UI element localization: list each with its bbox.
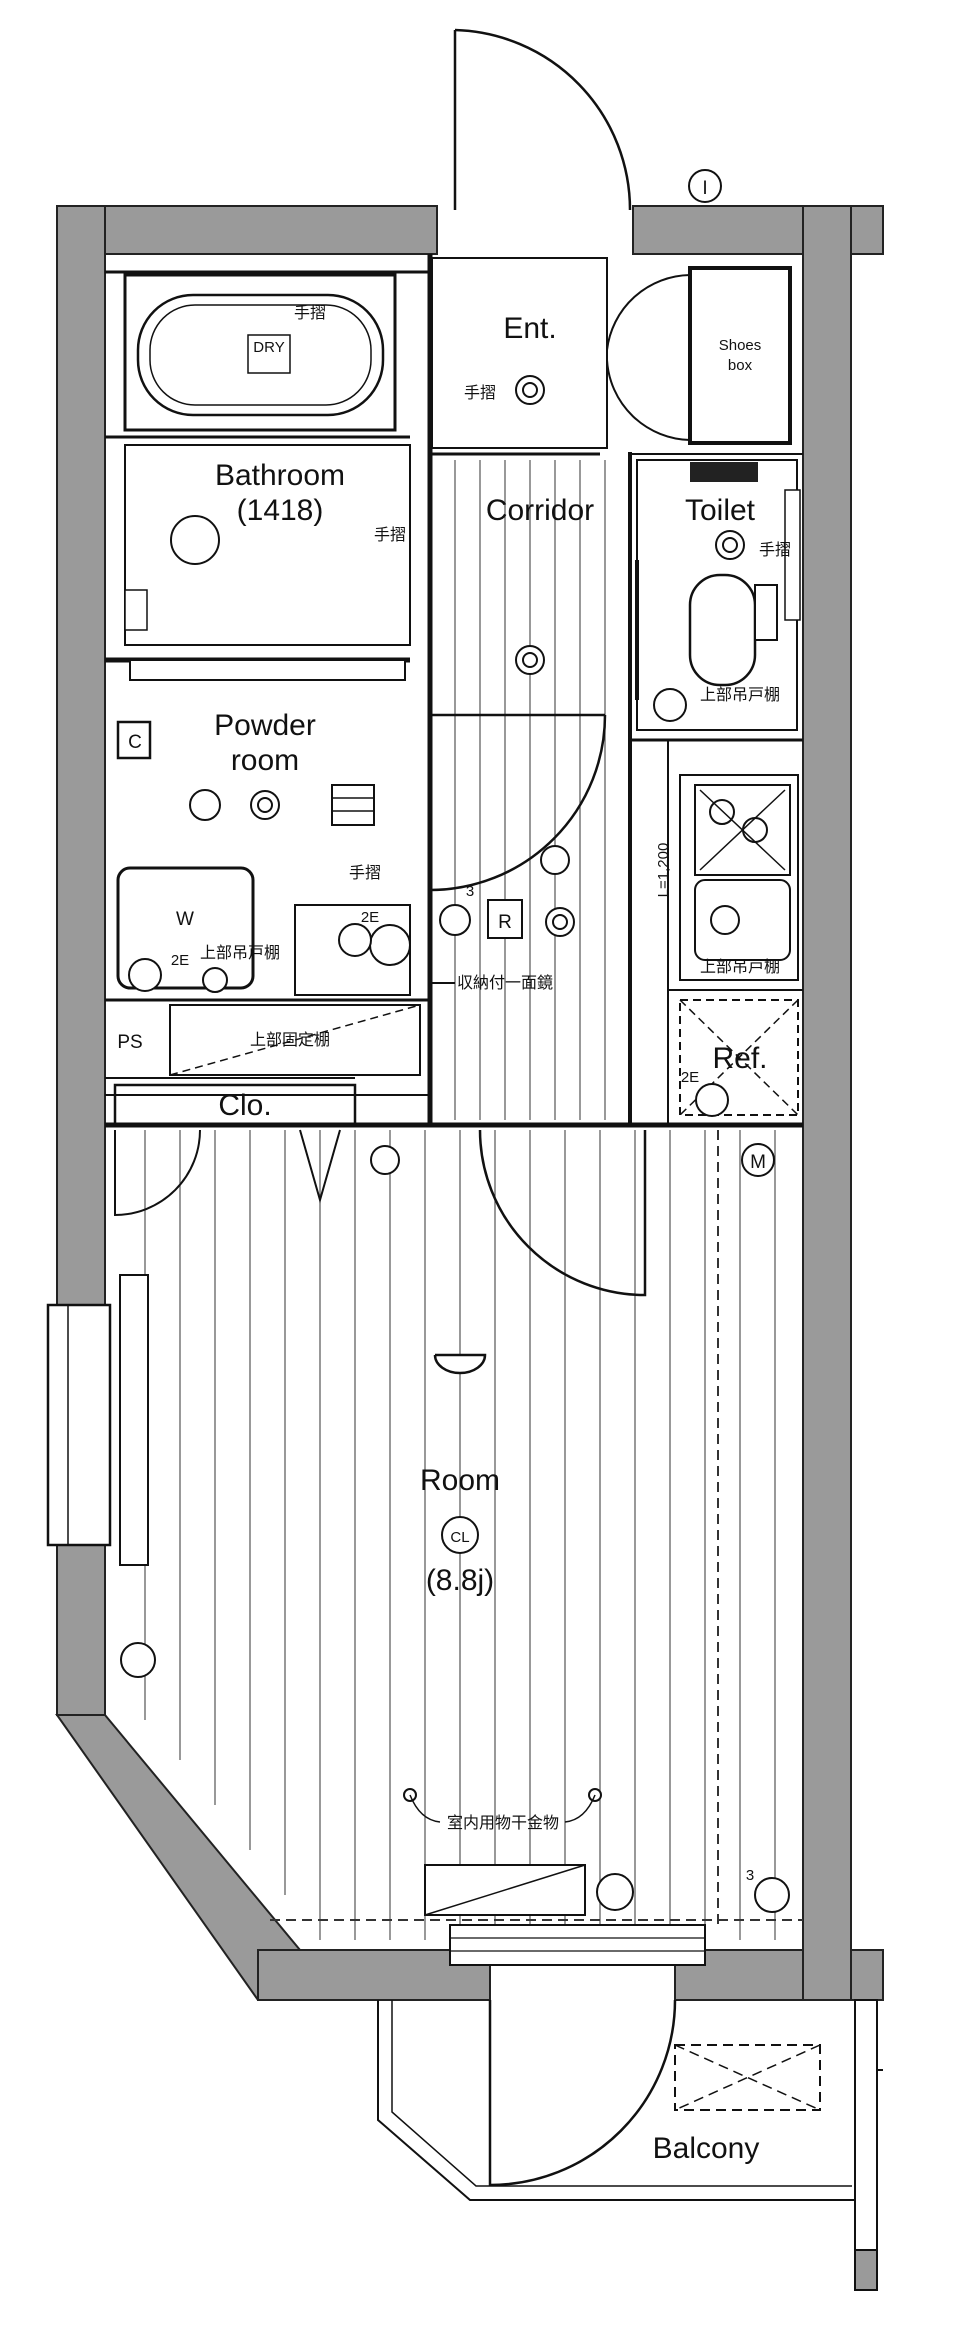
toilet-outlet (653, 688, 687, 722)
dry-panel (247, 334, 291, 374)
corridor-light-3 (439, 904, 471, 936)
bathroom-wet-area (124, 444, 411, 646)
washer-label: W (176, 909, 194, 930)
vanity-outlet-label: 2E (361, 909, 379, 926)
room-label: Room (420, 1464, 500, 1497)
ref-outlet-label: 2E (681, 1069, 699, 1086)
window-left[interactable] (46, 1303, 112, 1547)
closet (113, 1083, 357, 1127)
entrance-light (515, 375, 545, 405)
sink-width-label: L=1,200 (655, 843, 672, 898)
balcony-door-sill (449, 1924, 706, 1966)
room-size: (8.8j) (426, 1564, 494, 1597)
entrance-label: Ent. (503, 312, 556, 345)
corridor-label: Corridor (486, 494, 594, 527)
indoor-dryer-label: 室内用物干金物 (447, 1814, 559, 1832)
room-ceiling-light (433, 1353, 487, 1375)
ps-label: PS (117, 1032, 142, 1053)
closet-door-mid[interactable] (299, 1129, 341, 1204)
wall-left-lower (56, 1544, 106, 1716)
kitchen-cabinet-label: 上部吊戸棚 (700, 958, 780, 976)
upper-shelf (169, 1004, 421, 1076)
room-outlet-bottom (596, 1873, 634, 1911)
powder-room-door[interactable] (429, 713, 607, 892)
toilet-handrail-label: 手摺 (759, 541, 791, 559)
vanity-handrail-label: 手摺 (349, 864, 381, 882)
room-flooring (144, 1130, 776, 1940)
vanity-basin (369, 924, 411, 966)
shower-head (170, 515, 220, 565)
corridor-light-2 (540, 845, 570, 875)
washer-outlet (128, 958, 162, 992)
balcony-side-wall (854, 1999, 878, 2251)
powder-light-1 (189, 789, 221, 821)
ref-outlet (695, 1083, 729, 1117)
vent-fan (331, 784, 375, 826)
toilet-light (715, 530, 745, 560)
north-marker (688, 169, 722, 203)
storage-mirror-label: 収納付一面鏡 (457, 973, 553, 992)
powder-room-label-1: Powder (214, 709, 316, 742)
entrance-floor (431, 257, 608, 449)
toilet-label: Toilet (685, 494, 756, 527)
toilet-bowl (688, 573, 757, 687)
washer-outlet-label: 2E (171, 952, 189, 969)
room-outlet-3: 3 (746, 1867, 754, 1884)
closet-label: Clo. (218, 1089, 271, 1122)
wall-top-left (56, 205, 438, 255)
bath-handrail-label: 手摺 (294, 304, 326, 322)
corridor-light (515, 645, 545, 675)
powder-room-label-2: room (231, 744, 299, 777)
wall-right (802, 205, 852, 2001)
heater (119, 1274, 149, 1566)
range-marker: R (498, 912, 512, 933)
meter-marker: M (750, 1152, 766, 1173)
shoes-box-door[interactable] (606, 274, 691, 441)
room-outlet-left (120, 1642, 156, 1678)
room-door[interactable] (478, 1129, 647, 1297)
powder-cabinet-label: 上部吊戸棚 (200, 944, 280, 962)
range-marker-box (487, 899, 523, 939)
bathroom-door[interactable] (129, 659, 406, 681)
bathroom-label: Bathroom (215, 459, 345, 492)
upper-shelf-label: 上部固定棚 (250, 1031, 330, 1049)
powder-light-2 (250, 790, 280, 820)
shoes-box-label-1: Shoes (719, 337, 762, 354)
balcony-hatch (674, 2044, 821, 2111)
bathroom-size: (1418) (237, 494, 324, 527)
room-outlet-right (754, 1877, 790, 1913)
entrance-door[interactable] (453, 28, 632, 211)
ceiling-light-marker-circle (441, 1516, 479, 1554)
refrigerator-label: Ref. (712, 1042, 767, 1075)
washer (116, 866, 255, 990)
shoes-box-label-2: box (728, 357, 753, 374)
dry-label: DRY (253, 339, 284, 356)
corridor-outlet-3: 3 (466, 883, 474, 900)
north-marker-label: I (702, 178, 707, 199)
closet-door-left[interactable] (114, 1129, 201, 1217)
meter-marker-circle (741, 1143, 775, 1177)
entrance-handrail-label: 手摺 (464, 384, 496, 402)
balcony-outline (377, 2000, 883, 2201)
wall-left-upper (56, 205, 106, 1312)
corridor-light-4 (545, 907, 575, 937)
balcony-door[interactable] (488, 1999, 677, 2187)
kitchen-sink (694, 879, 791, 961)
closet-marker: C (128, 732, 142, 753)
toilet-cabinet-label: 上部吊戸棚 (700, 686, 780, 704)
balcony-label: Balcony (653, 2132, 760, 2165)
bath-handrail-label-2: 手摺 (374, 526, 406, 544)
corridor-flooring (454, 460, 606, 1120)
room-switch (370, 1145, 400, 1175)
ceiling-light-marker: CL (450, 1529, 469, 1546)
shoes-box (688, 266, 792, 445)
exterior-walls (55, 205, 884, 2001)
